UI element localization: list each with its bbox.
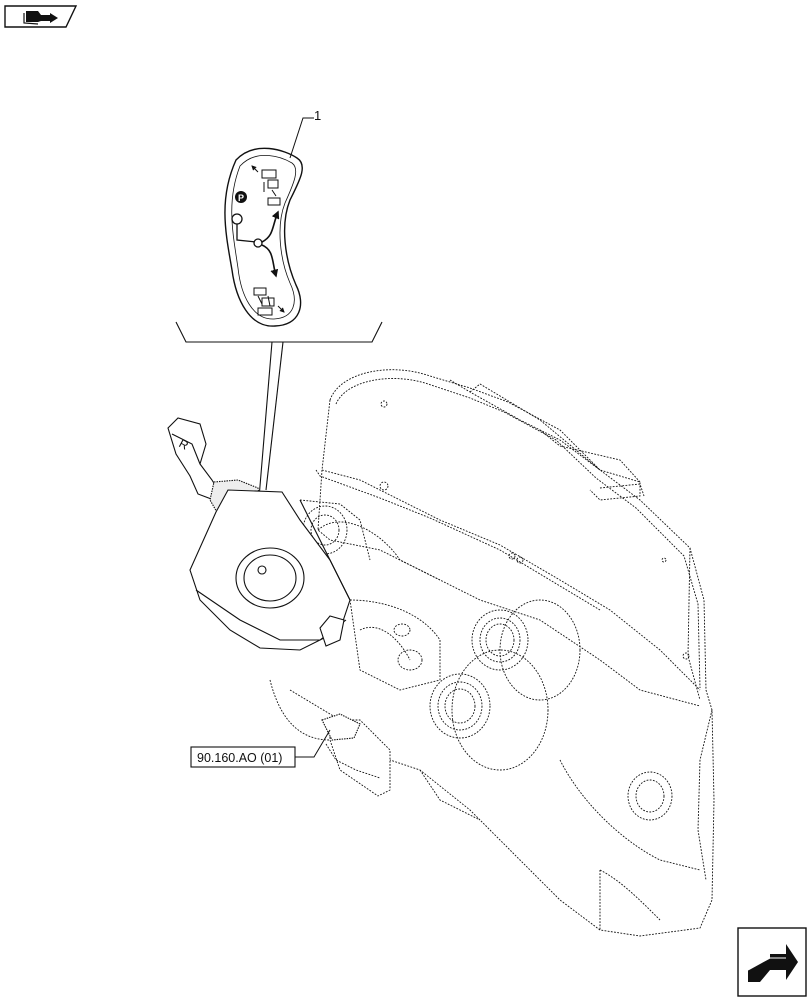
detail-bracket [175, 321, 383, 511]
neutral-dot-icon [231, 213, 243, 225]
callout-1-label: 1 [314, 108, 321, 123]
svg-text:P: P [238, 193, 244, 203]
forward-tractor-icon [251, 165, 281, 206]
reference-callout[interactable]: 90.160.AO (01) [190, 729, 331, 768]
book-arrow-icon[interactable] [4, 5, 78, 28]
park-icon: P [235, 191, 247, 203]
reference-link-text: 90.160.AO (01) [197, 751, 282, 765]
callout-1: 1 [289, 108, 321, 159]
console-housing [269, 369, 715, 937]
gear-selector-decal: P [224, 147, 303, 327]
shuttle-lever-switch: R [167, 417, 361, 741]
next-page-arrow-icon[interactable] [737, 927, 807, 997]
reverse-tractor-icon [253, 287, 285, 316]
